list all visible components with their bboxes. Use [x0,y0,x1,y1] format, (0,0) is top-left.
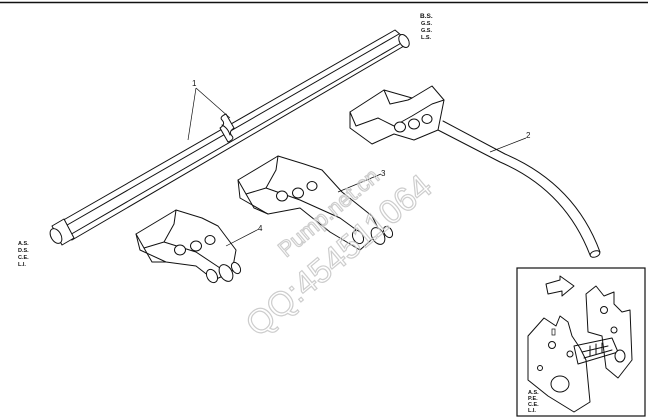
code-inset-3: C.E. [528,402,539,408]
code-inset-2: P.E. [528,396,538,402]
part-4-bracket [135,209,242,284]
part-3-hole-c [306,181,318,191]
code-left-3: C.E. [18,255,29,261]
callout-1: 1 [192,79,197,88]
code-tr-2: G.S. [421,21,432,27]
codes-left: A.S. D.S. C.E. L.I. [18,241,29,268]
part-2-hole-c [421,114,433,124]
part-4-hole-a [174,244,186,256]
part-2-clip-rod [349,85,601,258]
code-tr-3: G.S. [421,28,432,34]
leader-lines [187,87,527,247]
part-4-hole-c [204,235,216,245]
code-tr-4: L.S. [421,35,432,41]
code-left-2: D.S. [18,248,29,254]
code-inset-1: A.S. [528,390,539,396]
codes-top-right: B.S. G.S. G.S. L.S. [420,13,433,41]
part-3-hole-b [292,187,304,199]
code-left-4: L.I. [18,262,26,268]
code-left-1: A.S. [18,241,29,247]
part-3-hole-a [276,190,288,202]
callout-2: 2 [526,131,531,140]
inset-arrow-icon [545,275,575,297]
inset-detail-view: A.S. P.E. C.E. L.I. [516,267,646,417]
callout-3: 3 [381,169,386,178]
part-2-hole-b [408,118,420,130]
code-tr-1: B.S. [420,13,433,20]
part-3-bracket [237,155,394,251]
part-1-shaft [49,29,410,246]
code-inset-4: L.I. [528,408,536,414]
part-2-hole-a [394,121,406,133]
callout-4: 4 [258,224,263,233]
part-4-hole-b [190,240,202,252]
